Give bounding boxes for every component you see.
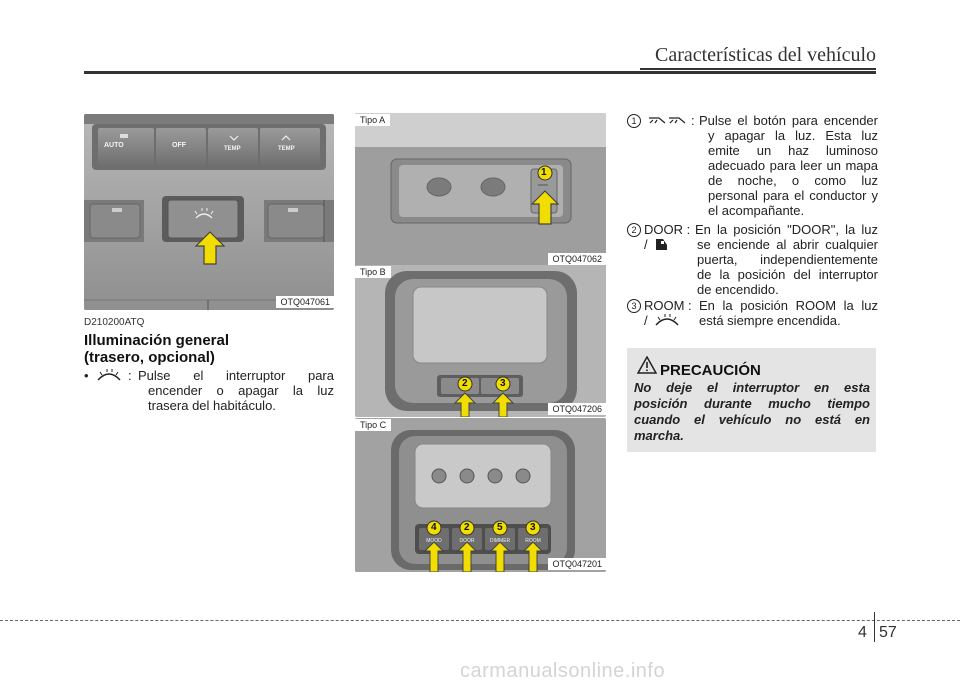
caution-title: PRECAUCIÓN: [660, 362, 761, 379]
door-key: DOOR :: [644, 222, 691, 237]
callout-2c: 2: [464, 522, 470, 533]
type-a-illustration: [355, 113, 606, 267]
type-a-code: OTQ047062: [548, 253, 606, 265]
type-b-lamp-photo: 2 3 Tipo B OTQ047206: [355, 265, 606, 417]
watermark: carmanualsonline.info: [460, 660, 666, 682]
page-number: 57: [879, 624, 897, 641]
door-button-label: DOOR: [459, 538, 475, 544]
callout-3c: 3: [530, 522, 536, 533]
item-number-3: 3: [627, 299, 641, 313]
type-b-code: OTQ047206: [548, 403, 606, 415]
callout-3: 3: [500, 378, 506, 389]
caution-box: [627, 348, 876, 452]
type-b-illustration: [355, 265, 606, 417]
lamp-symbol-icon: [96, 368, 122, 385]
console-illustration: [84, 114, 334, 310]
type-c-code: OTQ047201: [548, 558, 606, 570]
item-number-2: 2: [627, 223, 641, 237]
type-a-lamp-photo: 1 Tipo A OTQ047062: [355, 113, 606, 267]
running-header: Características del vehículo: [654, 44, 876, 66]
type-c-illustration: [355, 418, 606, 572]
temp-down-label: TEMP: [224, 146, 241, 152]
item-map-lamp: 1 : Pulse el botón para encender y apaga…: [627, 113, 878, 218]
type-a-label: Tipo A: [355, 114, 391, 126]
off-button-label: OFF: [172, 142, 186, 149]
photo-code: OTQ047061: [276, 296, 334, 308]
rear-lamp-item: • : Pulse el interruptor para encender o…: [84, 368, 334, 413]
warning-triangle-icon: [636, 355, 658, 379]
dimmer-button-label: DIMMER: [489, 538, 511, 544]
callout-5: 5: [497, 522, 503, 533]
header-rule: [84, 71, 876, 74]
type-c-label: Tipo C: [355, 419, 392, 431]
page-divider: [874, 612, 875, 642]
callout-1: 1: [541, 167, 547, 178]
chapter-number: 4: [858, 624, 867, 641]
callout-4: 4: [431, 522, 437, 533]
section-code: D210200ATQ: [84, 317, 145, 328]
callout-2: 2: [462, 378, 468, 389]
temp-up-label: TEMP: [278, 146, 295, 152]
header-rule-accent: [640, 68, 876, 70]
room-button-label: ROOM: [525, 538, 541, 544]
mood-button-label: MOOD: [426, 538, 442, 544]
type-c-lamp-photo: 4 2 5 3 MOOD DOOR DIMMER ROOM Tipo C OTQ…: [355, 418, 606, 572]
map-lamp-icon: [647, 114, 687, 129]
section-title: Illuminación general (trasero, opcional): [84, 332, 230, 366]
room-lamp-icon: [654, 313, 680, 330]
door-lamp-icon: [653, 238, 669, 254]
rear-lamp-switch-photo: AUTO OFF TEMP TEMP OTQ047061: [84, 114, 334, 310]
caution-text: No deje el interruptor en esta posición …: [634, 380, 870, 443]
item-room: 3 ROOM : En la posición ROOM la luz / es…: [627, 298, 878, 328]
room-key: ROOM :: [644, 298, 692, 313]
footer-rule: [0, 620, 960, 621]
type-b-label: Tipo B: [355, 266, 391, 278]
item-number-1: 1: [627, 114, 641, 128]
auto-button-label: AUTO: [104, 142, 124, 149]
item-door: 2 DOOR : En la posición "DOOR", la luz /…: [627, 222, 878, 297]
bullet: •: [84, 368, 89, 383]
